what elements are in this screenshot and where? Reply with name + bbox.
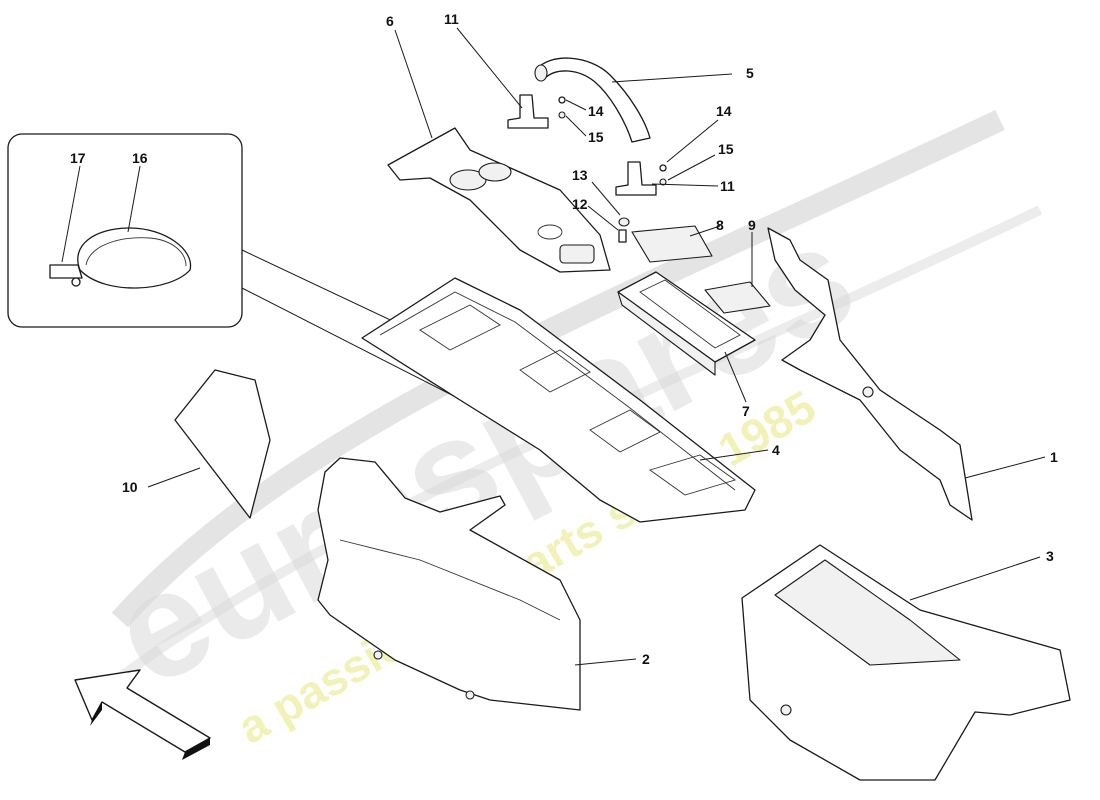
bracket-left: [507, 94, 549, 129]
callout-3: 3: [1046, 548, 1054, 564]
screw-14-right: [659, 164, 667, 172]
callout-15-left: 15: [588, 129, 604, 145]
callout-4: 4: [772, 442, 780, 458]
detail-inset: [7, 133, 243, 328]
callout-5: 5: [746, 65, 754, 81]
lower-floor-panel-fold: [339, 539, 561, 621]
centre-console: [361, 277, 756, 523]
leader-14a: [565, 99, 587, 111]
washer-15-right: [659, 178, 667, 186]
callout-11-right: 11: [720, 178, 735, 194]
small-side-panel: [174, 369, 271, 519]
callout-7: 7: [742, 403, 750, 419]
callout-labels: 1 2 3 4 5 6 7 8 9 10 11 11 12 13 14 14 1…: [70, 11, 1058, 667]
watermark-swoosh-secondary: [86, 205, 1043, 704]
grab-handle: [535, 57, 651, 143]
rear-tunnel-opening: [774, 559, 961, 666]
leader-11a: [456, 27, 523, 109]
leader-15b: [667, 154, 716, 181]
clip-housing-edge: [85, 237, 187, 267]
arrow-shadow-tail: [90, 702, 102, 726]
cup-holder-right: [478, 162, 512, 182]
storage-tray-side: [617, 291, 716, 376]
leader-13: [591, 181, 621, 216]
leader-17: [61, 165, 81, 263]
arrow-icon: [74, 669, 211, 760]
console-recess-front: [419, 304, 501, 351]
callout-15-right: 15: [718, 141, 734, 157]
lower-floor-panel-hole-1: [373, 650, 383, 660]
mat-9: [704, 281, 771, 314]
callout-1: 1: [1050, 449, 1058, 465]
callout-6: 6: [386, 13, 394, 29]
clip-housing: [77, 227, 192, 289]
callout-17: 17: [70, 150, 86, 166]
grab-handle-end: [534, 64, 548, 82]
callout-16: 16: [132, 150, 148, 166]
upper-console-cover: [387, 127, 611, 273]
leader-lines: [61, 27, 1046, 666]
callout-14-right: 14: [716, 103, 732, 119]
screw-12: [618, 229, 627, 243]
callout-2: 2: [642, 651, 650, 667]
leader-5: [611, 73, 733, 83]
leader-8: [689, 225, 721, 237]
callout-12: 12: [572, 196, 588, 212]
console-recess-tail: [648, 454, 737, 496]
callout-9: 9: [748, 217, 756, 233]
console-recess-rear: [589, 409, 661, 453]
callout-14-left: 14: [588, 103, 604, 119]
console-recess-mid: [519, 349, 591, 393]
leader-14b: [666, 119, 719, 163]
callout-11-top: 11: [444, 11, 459, 27]
side-trim-panel: [767, 227, 973, 521]
leader-2: [574, 658, 637, 666]
switch-panel: [559, 244, 595, 264]
washer-13: [618, 217, 630, 227]
storage-tray-well: [639, 279, 741, 349]
clip-fastener: [71, 277, 81, 287]
leader-12: [587, 205, 619, 231]
callout-10: 10: [122, 479, 138, 495]
leader-4: [699, 449, 769, 461]
rear-tunnel-hole: [780, 704, 792, 716]
leader-15a: [565, 115, 587, 137]
lower-floor-panel: [317, 457, 581, 711]
arrow-shadow: [182, 738, 210, 760]
side-trim-hole: [862, 386, 874, 398]
switch-aperture: [537, 224, 563, 240]
centre-console-top-edge: [379, 291, 736, 491]
callout-13: 13: [572, 167, 588, 183]
bracket-right: [615, 161, 657, 196]
leader-16: [127, 165, 141, 233]
clip-tab: [49, 264, 83, 279]
leader-10: [147, 467, 201, 488]
leader-6: [394, 29, 433, 139]
screw-14-left: [558, 96, 566, 104]
lower-floor-panel-hole-2: [465, 690, 475, 700]
mat-8: [631, 225, 713, 263]
leader-11b: [651, 183, 719, 187]
leader-7: [724, 351, 747, 403]
leader-1: [964, 456, 1046, 479]
callout-8: 8: [716, 217, 724, 233]
washer-15-left: [558, 111, 566, 119]
leader-3: [909, 556, 1041, 601]
